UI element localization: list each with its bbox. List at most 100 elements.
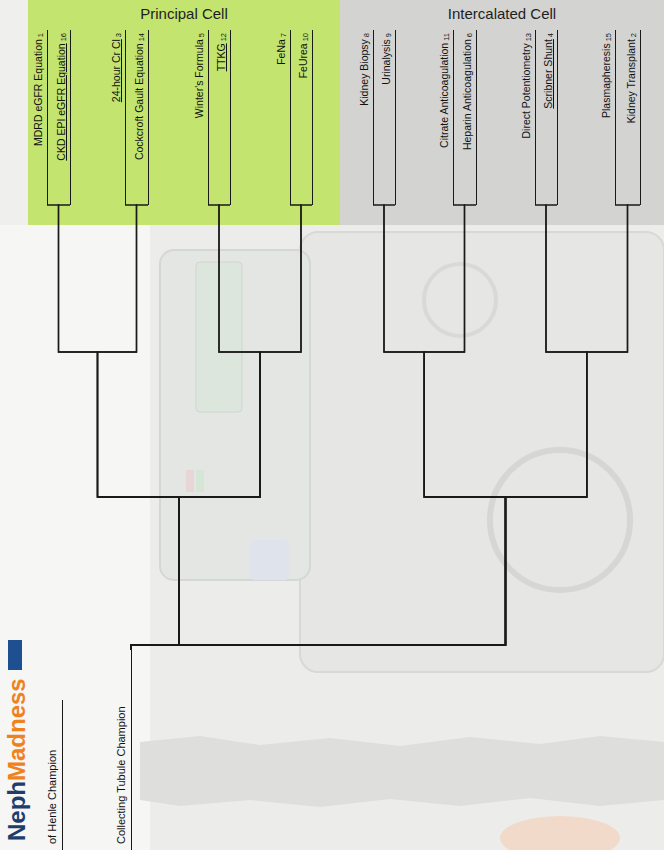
entry-name: Kidney Transplant xyxy=(625,39,638,123)
bracket-entry: 24-hour Cr Cl 3 xyxy=(106,30,126,205)
logo-bar xyxy=(8,640,22,670)
rotated-text-row: 24-hour Cr Cl 3 xyxy=(106,30,125,205)
logo: NephMadness xyxy=(2,600,32,845)
entry-name: CKD EPI eGFR Equation xyxy=(55,43,68,160)
seed-number: 14 xyxy=(136,33,145,41)
seed-number: 9 xyxy=(383,33,392,37)
seed-number: 11 xyxy=(441,33,450,41)
bracket-line xyxy=(131,205,506,650)
bracket-entry: Cockcroft Gault Equation 14 xyxy=(129,30,149,205)
entry-name: FeUrea xyxy=(297,43,310,78)
entry-name: Scribner Shunt xyxy=(542,39,555,108)
bracket-entry: Plasmapheresis15 xyxy=(596,30,616,205)
bracket-line xyxy=(131,205,640,650)
seed-number: 4 xyxy=(545,33,554,37)
bracket-line xyxy=(131,205,301,650)
bracket-entry: Kidney Transplant 2 xyxy=(621,30,641,205)
rotated-text-row: NephMadness xyxy=(2,600,32,845)
bracket-entry: Winter's Formula 5 xyxy=(189,30,209,205)
rotated-text-row: of Henle Champion xyxy=(43,700,62,850)
entry-name: Cockcroft Gault Equation xyxy=(133,43,146,160)
photo-blur xyxy=(500,816,620,850)
entry-name: Citrate Anticoagulation xyxy=(438,43,451,148)
champion-label: of Henle Champion xyxy=(46,750,59,844)
rotated-text-row: Direct Potentiometry 13 xyxy=(516,30,535,205)
entry-name: MDRD eGFR Equation xyxy=(32,39,45,146)
bracket-entry: CKD EPI eGFR Equation16 xyxy=(51,30,71,205)
region-heading: Principal Cell xyxy=(28,0,340,28)
rotated-text-row: CKD EPI eGFR Equation16 xyxy=(51,30,70,205)
bracket-line xyxy=(131,205,506,650)
bracket-line xyxy=(59,205,179,650)
seed-number: 3 xyxy=(113,33,122,37)
entry-name: FeNa xyxy=(275,39,288,65)
machine-button xyxy=(250,540,290,580)
seed-number: 12 xyxy=(218,33,227,41)
bracket-line xyxy=(47,205,179,650)
rotated-text-row: Cockcroft Gault Equation 14 xyxy=(129,30,148,205)
bracket-entry: Urinalysis 9 xyxy=(376,30,396,205)
champion-slot: of Henle Champion xyxy=(43,700,63,850)
bracket-entry: Kidney Biopsy 8 xyxy=(354,30,374,205)
bracket-entry: TTKG 12 xyxy=(211,30,231,205)
rotated-text-row: Citrate Anticoagulation 11 xyxy=(434,30,453,205)
seed-number: 5 xyxy=(196,33,205,37)
photo-ground xyxy=(0,225,664,850)
rotated-text-row: Urinalysis 9 xyxy=(376,30,395,205)
entry-name: Plasmapheresis xyxy=(600,43,613,118)
rotated-text-row: Winter's Formula 5 xyxy=(189,30,208,205)
rotated-text-row: Scribner Shunt 4 xyxy=(538,30,557,205)
rotated-text-row: Kidney Transplant 2 xyxy=(621,30,640,205)
rotated-text-row: Collecting Tubule Champion xyxy=(112,650,131,850)
bracket-line xyxy=(131,205,260,650)
rotated-text-row: FeUrea 10 xyxy=(293,30,312,205)
bracket-line xyxy=(131,205,506,650)
seed-number: 2 xyxy=(628,33,637,37)
region-band: Principal CellMDRD eGFR Equation1CKD EPI… xyxy=(28,0,340,225)
machine-light xyxy=(186,470,194,492)
bracket-line xyxy=(131,205,312,650)
rotated-text-row: TTKG 12 xyxy=(211,30,230,205)
bracket-entry: FeUrea 10 xyxy=(293,30,313,205)
entry-name: TTKG xyxy=(215,43,228,71)
seed-number: 7 xyxy=(278,33,287,37)
machine-panel xyxy=(160,250,310,580)
torn-paper-strip xyxy=(140,736,664,807)
bracket-entry: MDRD eGFR Equation 1 xyxy=(28,30,48,205)
entry-name: Kidney Biopsy xyxy=(358,39,371,106)
rotated-text-row: MDRD eGFR Equation 1 xyxy=(28,30,47,205)
machine-body xyxy=(300,232,664,672)
seed-number: 13 xyxy=(523,33,532,41)
champion-slot: Collecting Tubule Champion xyxy=(112,650,132,850)
paper-ground xyxy=(0,225,150,850)
bracket-entry: FeNa 7 xyxy=(271,30,291,205)
seed-number: 8 xyxy=(361,33,370,37)
rotated-text-row: Heparin Anticoagulation 6 xyxy=(457,30,476,205)
logo-text: Madness xyxy=(4,678,30,781)
pump-wheel xyxy=(424,264,496,336)
machine-display xyxy=(196,262,242,412)
rotated-text-row: Kidney Biopsy 8 xyxy=(354,30,373,205)
entry-name: 24-hour Cr Cl xyxy=(110,39,123,102)
entry-name: Urinalysis xyxy=(380,39,393,85)
seed-number: 6 xyxy=(464,33,473,37)
region-heading: Intercalated Cell xyxy=(340,0,664,28)
seed-number: 1 xyxy=(35,33,44,37)
bracket-line xyxy=(98,205,179,650)
bracket-line xyxy=(131,205,260,650)
bracket-entry: Citrate Anticoagulation 11 xyxy=(434,30,454,205)
bracket-line xyxy=(131,205,628,650)
entry-name: Heparin Anticoagulation xyxy=(461,39,474,150)
champion-label: Collecting Tubule Champion xyxy=(115,706,128,844)
logo-text: Neph xyxy=(4,781,30,841)
machine-light xyxy=(196,470,204,492)
entry-name: Winter's Formula xyxy=(193,39,206,118)
bracket-entry: Scribner Shunt 4 xyxy=(538,30,558,205)
bracket-line xyxy=(131,205,587,650)
pump-wheel xyxy=(490,450,630,590)
bracket-line xyxy=(98,205,179,650)
seed-number: 10 xyxy=(300,33,309,41)
entry-name: Direct Potentiometry xyxy=(520,43,533,138)
bracket-entry: Direct Potentiometry 13 xyxy=(516,30,536,205)
